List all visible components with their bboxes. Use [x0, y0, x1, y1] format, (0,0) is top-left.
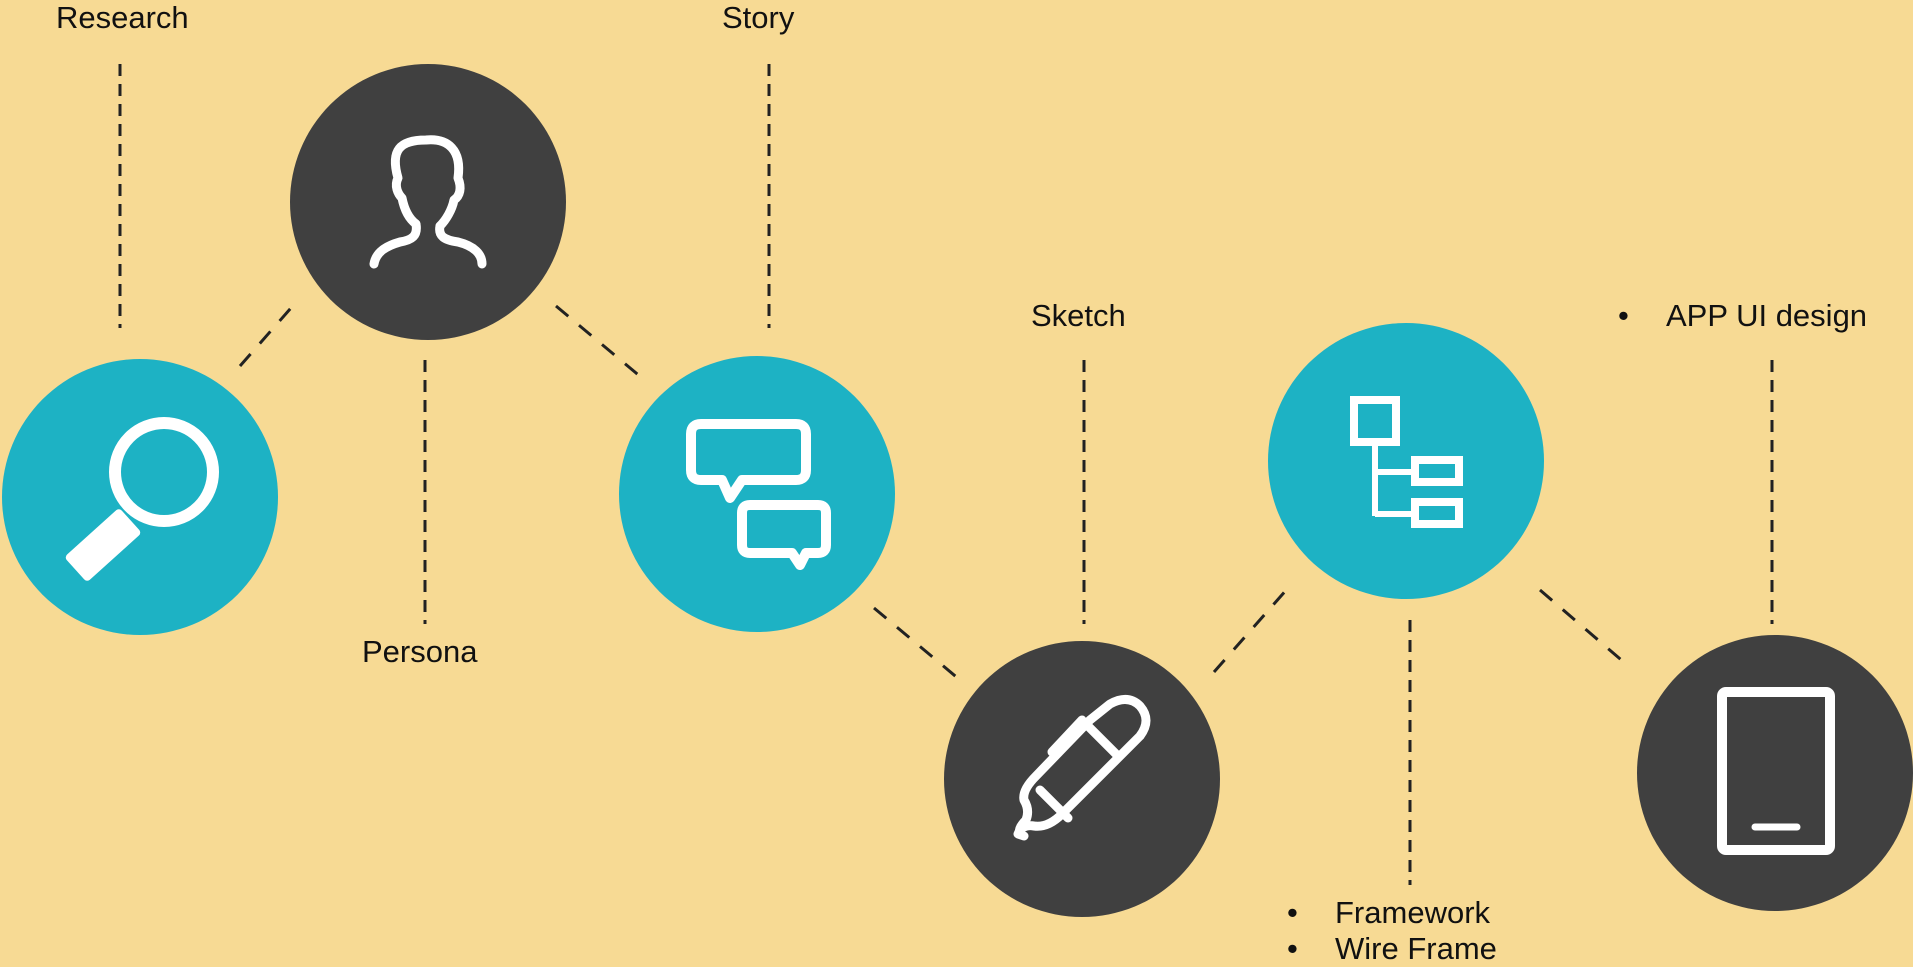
persona-circle [290, 64, 566, 340]
research-label: Research [56, 0, 189, 35]
persona-label: Persona [362, 634, 478, 669]
link-story-sketch [873, 606, 961, 682]
framework-circle [1268, 323, 1544, 599]
list-item: • Wire Frame [1287, 931, 1497, 967]
link-framework-ui [1539, 588, 1627, 666]
sketch-label: Sketch [1031, 298, 1126, 333]
sitemap-icon [1350, 396, 1463, 528]
framework-item-label: Framework [1335, 895, 1491, 930]
ui-item-label: APP UI design [1666, 298, 1868, 333]
bullet-marker: • [1618, 298, 1629, 333]
story-label: Story [722, 0, 795, 35]
story-circle [619, 356, 895, 632]
list-item: • Framework [1287, 895, 1497, 931]
link-sketch-framework [1212, 587, 1290, 673]
bullet-marker: • [1287, 931, 1298, 966]
ui-circle [1637, 635, 1913, 911]
bullet-marker: • [1287, 895, 1298, 930]
sketch-circle [944, 641, 1220, 917]
wireframe-item-label: Wire Frame [1335, 931, 1497, 966]
ui-bullet-list: • APP UI design [1618, 298, 1867, 334]
framework-bullet-list: • Framework • Wire Frame [1287, 895, 1497, 967]
tablet-icon [1717, 687, 1835, 855]
link-persona-story [555, 304, 643, 380]
magnifier-icon [65, 417, 219, 581]
chat-bubbles-icon [686, 419, 831, 570]
research-circle [2, 359, 278, 635]
person-icon [369, 135, 487, 269]
link-research-persona [238, 299, 300, 367]
pen-icon [1013, 695, 1151, 841]
list-item: • APP UI design [1618, 298, 1867, 334]
